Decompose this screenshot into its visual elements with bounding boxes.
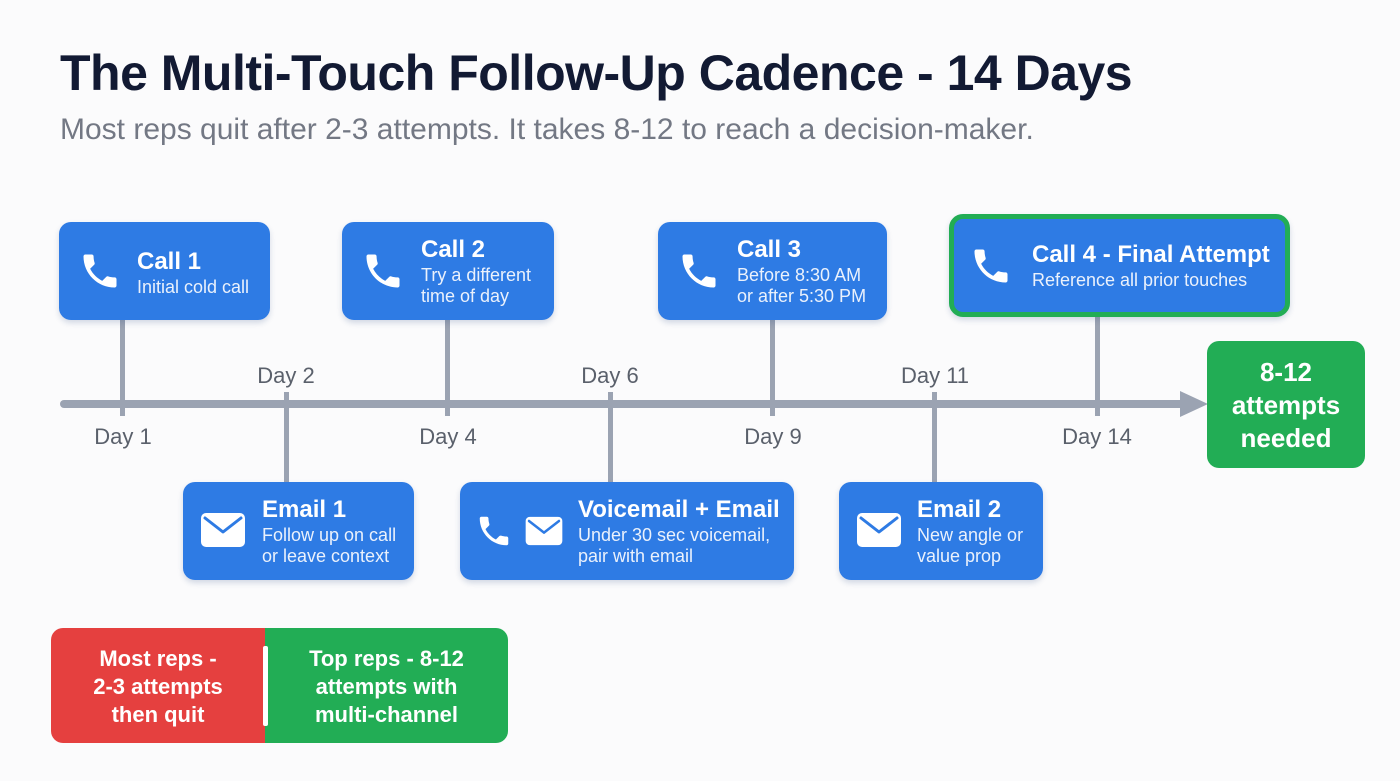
touch-description: Try a different time of day <box>421 265 532 306</box>
touch-title: Email 2 <box>917 496 1002 523</box>
page-title: The Multi-Touch Follow-Up Cadence - 14 D… <box>60 45 1133 101</box>
touch-description: Follow up on call or leave context <box>262 525 397 566</box>
touch-card-call-1: Call 1 Initial cold call <box>59 222 270 320</box>
day-label-1: Day 1 <box>94 424 152 449</box>
touch-card-call-2: Call 2 Try a different time of day <box>342 222 554 320</box>
phone-icon <box>475 512 513 555</box>
stem-call2 <box>445 320 450 416</box>
envelope-icon <box>524 516 564 551</box>
touch-card-call-4-final: Call 4 - Final Attempt Reference all pri… <box>949 214 1290 317</box>
envelope-icon <box>856 512 902 553</box>
attempts-needed-label: 8-12 attempts needed <box>1231 357 1341 453</box>
attempts-needed-badge: 8-12 attempts needed <box>1207 341 1365 468</box>
stem-call1 <box>120 320 125 416</box>
comparison-divider <box>263 646 268 726</box>
touch-card-voicemail-email: Voicemail + Email Under 30 sec voicemail… <box>460 482 794 580</box>
timeline-arrowhead <box>1180 391 1208 417</box>
touch-title: Email 1 <box>262 496 347 523</box>
day-label-2: Day 2 <box>257 363 315 388</box>
stem-call3 <box>770 320 775 416</box>
timeline-axis <box>60 400 1185 408</box>
phone-icon <box>78 249 122 298</box>
phone-icon <box>969 244 1013 293</box>
envelope-icon <box>200 512 246 553</box>
stem-voicemail <box>608 392 613 484</box>
touch-description: Initial cold call <box>137 277 250 297</box>
touch-title: Call 3 <box>737 236 802 263</box>
stem-email1 <box>284 392 289 484</box>
day-label-4: Day 4 <box>419 424 477 449</box>
day-label-11: Day 11 <box>900 363 970 388</box>
stem-email2 <box>932 392 937 484</box>
stem-call4 <box>1095 316 1100 416</box>
phone-icon <box>361 249 405 298</box>
touch-title: Call 4 - Final Attempt <box>1032 241 1270 268</box>
touch-title: Call 2 <box>421 236 486 263</box>
touch-card-email-1: Email 1 Follow up on call or leave conte… <box>183 482 414 580</box>
touch-card-email-2: Email 2 New angle or value prop <box>839 482 1043 580</box>
touch-title: Voicemail + Email <box>578 496 780 523</box>
most-reps-panel: Most reps - 2-3 attempts then quit <box>51 628 265 743</box>
touch-description: Under 30 sec voicemail, pair with email <box>578 525 771 566</box>
touch-description: New angle or value prop <box>917 525 1024 566</box>
top-reps-label: Top reps - 8-12 attempts with multi-chan… <box>309 646 464 727</box>
day-label-14: Day 14 <box>1062 424 1132 449</box>
top-reps-panel: Top reps - 8-12 attempts with multi-chan… <box>265 628 508 743</box>
rep-comparison-bar: Most reps - 2-3 attempts then quit Top r… <box>51 628 508 743</box>
touch-description: Before 8:30 AM or after 5:30 PM <box>737 265 867 306</box>
most-reps-label: Most reps - 2-3 attempts then quit <box>93 646 223 727</box>
day-label-9: Day 9 <box>744 424 802 449</box>
page-subtitle: Most reps quit after 2-3 attempts. It ta… <box>60 113 1034 146</box>
touch-title: Call 1 <box>137 248 202 275</box>
phone-icon <box>677 249 721 298</box>
day-label-6: Day 6 <box>581 363 639 388</box>
touch-description: Reference all prior touches <box>1032 270 1248 290</box>
touch-card-call-3: Call 3 Before 8:30 AM or after 5:30 PM <box>658 222 887 320</box>
